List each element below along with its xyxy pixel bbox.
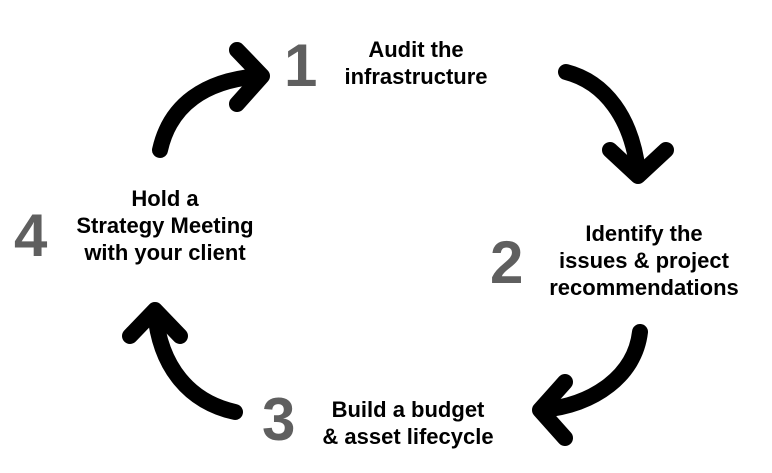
step-2-label-line-1: Identify the xyxy=(585,221,703,246)
step-4-label: Hold a Strategy Meeting with your client xyxy=(58,185,272,266)
step-2-number: 2 xyxy=(490,229,524,296)
step-2-label-line-3: recommendations xyxy=(549,275,739,300)
step-3-label-line-2: & asset lifecycle xyxy=(322,424,494,449)
step-4-number: 4 xyxy=(14,202,48,269)
step-3-number: 3 xyxy=(262,386,296,453)
step-3-label: Build a budget & asset lifecycle xyxy=(306,396,510,450)
step-3-label-line-1: Build a budget xyxy=(331,397,485,422)
step-2-label-line-2: issues & project xyxy=(559,248,729,273)
step-4-label-line-2: Strategy Meeting xyxy=(76,213,254,238)
curved-arrow-icon-1-to-2 xyxy=(558,64,674,184)
curved-arrow-icon-2-to-3 xyxy=(532,324,648,446)
curved-arrow-icon-4-to-1 xyxy=(152,42,270,158)
step-1-label-line-1: Audit the xyxy=(368,37,464,62)
step-2-label: Identify the issues & project recommenda… xyxy=(536,220,752,301)
curved-arrow-icon-3-to-4 xyxy=(122,302,243,420)
step-4-label-line-1: Hold a xyxy=(131,186,199,211)
step-1-label-line-2: infrastructure xyxy=(344,64,488,89)
step-1-number: 1 xyxy=(284,32,318,99)
step-4-label-line-3: with your client xyxy=(84,240,246,265)
step-1-label: Audit the infrastructure xyxy=(326,36,506,90)
